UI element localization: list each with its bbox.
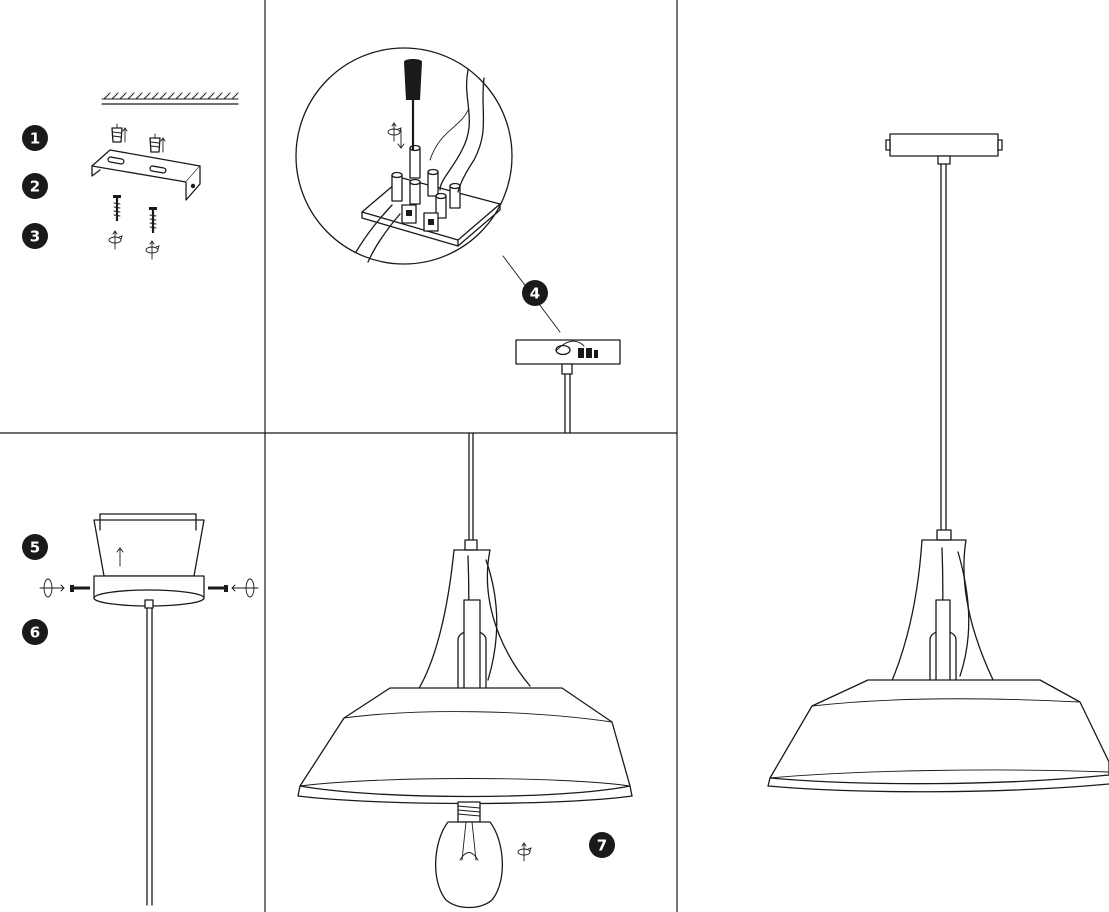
screw-icon xyxy=(70,585,228,592)
svg-text:5: 5 xyxy=(30,539,40,557)
step-badge-4: 4 xyxy=(522,280,548,306)
step-badge-2: 2 xyxy=(22,173,48,199)
mounting-bracket-icon xyxy=(91,149,201,201)
rotate-arrow-icon xyxy=(108,230,160,260)
rotate-arrow-icon xyxy=(39,578,259,598)
svg-text:3: 3 xyxy=(30,228,40,246)
svg-text:1: 1 xyxy=(30,130,40,148)
light-bulb-icon xyxy=(435,801,503,909)
svg-text:2: 2 xyxy=(30,178,40,196)
svg-text:6: 6 xyxy=(30,624,40,642)
step-badge-7: 7 xyxy=(589,832,615,858)
svg-text:4: 4 xyxy=(530,285,540,303)
rotate-arrow-icon xyxy=(517,842,532,862)
screw-icon xyxy=(111,193,159,235)
wiring-detail-circle xyxy=(295,47,513,265)
rotate-arrow-icon xyxy=(387,122,402,142)
step-badge-5: 5 xyxy=(22,534,48,560)
svg-text:7: 7 xyxy=(597,837,607,855)
canopy-cover-icon xyxy=(93,513,205,906)
step-badge-3: 3 xyxy=(22,223,48,249)
assembled-pendant-lamp-icon xyxy=(767,133,1109,793)
wall-plug-icon xyxy=(111,123,166,153)
canopy-icon xyxy=(515,339,621,434)
terminal-block-icon xyxy=(391,144,461,232)
pendant-lamp-icon xyxy=(297,432,633,805)
screwdriver-icon xyxy=(397,59,422,150)
step-badge-1: 1 xyxy=(22,125,48,151)
step-badge-6: 6 xyxy=(22,619,48,645)
ceiling-hatch-icon xyxy=(101,92,239,105)
